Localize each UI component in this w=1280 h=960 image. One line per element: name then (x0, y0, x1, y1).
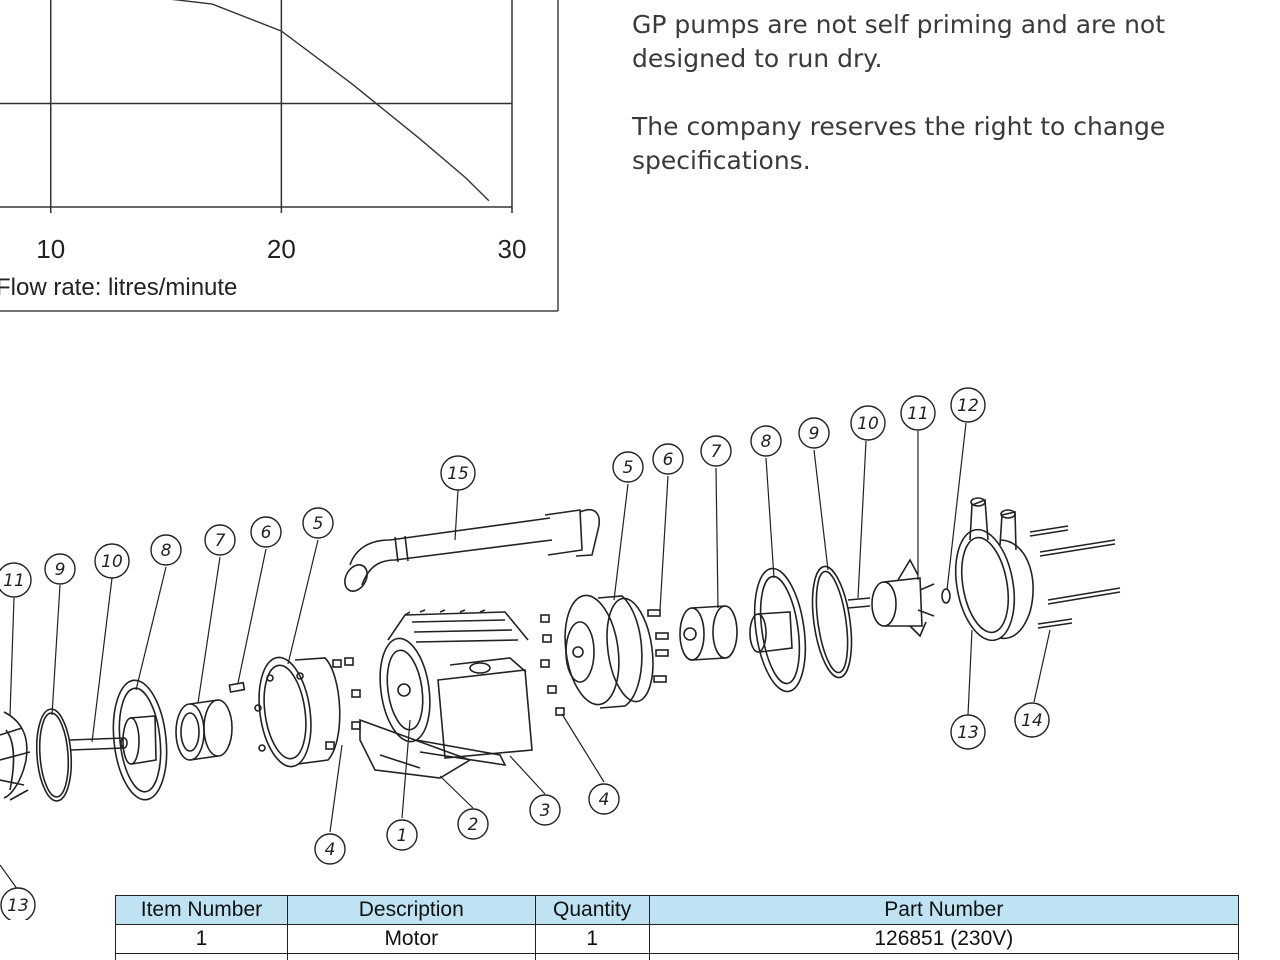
svg-text:10: 10 (857, 414, 879, 434)
hose-assembly-part (344, 508, 600, 592)
callout-8-left: 8 (150, 534, 182, 566)
cell-quantity: 1 (534, 924, 650, 954)
circlip-part (941, 588, 951, 604)
right-shaft-part (847, 597, 871, 609)
col-header-description: Description (286, 895, 536, 925)
callout-2: 2 (457, 808, 489, 840)
table-header-row: Item Number Description Quantity Part Nu… (115, 895, 1240, 925)
svg-text:12: 12 (957, 396, 979, 416)
svg-text:5: 5 (623, 458, 634, 478)
svg-text:8: 8 (161, 541, 172, 561)
callout-4-left: 4 (314, 833, 346, 865)
callout-6-right: 6 (652, 443, 684, 475)
callout-7-right: 7 (700, 435, 732, 467)
left-screw-part (228, 681, 246, 693)
note-rights: The company reserves the right to change… (632, 112, 1166, 175)
callout-6-left: 6 (250, 516, 282, 548)
center-nuts-part (540, 614, 565, 716)
callout-3: 3 (529, 794, 561, 826)
cell-description: Motor (286, 924, 536, 954)
notes-block: GP pumps are not self priming and are no… (632, 8, 1252, 212)
callout-10-right: 10 (850, 405, 886, 441)
right-impeller-part (871, 558, 935, 638)
callout-9-right: 9 (798, 417, 830, 449)
x-tick-label-10: 10 (36, 234, 65, 264)
chart-plot-area: 10 20 30 (0, 0, 526, 264)
svg-text:6: 6 (663, 450, 674, 470)
svg-text:4: 4 (325, 840, 336, 860)
svg-text:1: 1 (397, 826, 408, 846)
callout-9-left: 9 (44, 553, 76, 585)
svg-text:7: 7 (711, 442, 722, 462)
table-row-cut-off (115, 953, 1240, 960)
callout-12: 12 (950, 387, 986, 423)
svg-text:11: 11 (3, 571, 25, 591)
callout-7-left: 7 (204, 524, 236, 556)
svg-text:2: 2 (468, 815, 479, 835)
left-spacer-part (175, 699, 233, 761)
callout-8-right: 8 (750, 425, 782, 457)
callout-5-right: 5 (612, 451, 644, 483)
mounting-plate-part (359, 718, 472, 779)
callout-15: 15 (440, 455, 476, 491)
svg-text:5: 5 (313, 514, 324, 534)
long-screws-part (1029, 525, 1121, 629)
callout-5-left: 5 (302, 507, 334, 539)
left-seal-plate-part (112, 679, 168, 801)
cell-item-number: 1 (115, 924, 288, 954)
svg-text:13: 13 (957, 723, 979, 743)
callout-4-right: 4 (588, 783, 620, 815)
parts-table: Item Number Description Quantity Part Nu… (115, 895, 1240, 960)
svg-text:14: 14 (1021, 711, 1043, 731)
x-axis-label: Flow rate: litres/minute (0, 274, 237, 301)
right-seal-plate-part (749, 567, 807, 693)
left-impeller-part (0, 711, 31, 801)
right-spacer-part (679, 605, 738, 661)
pump-head-part (954, 497, 1034, 642)
svg-text:9: 9 (809, 424, 820, 444)
chart-frame (0, 0, 559, 312)
col-header-part-number: Part Number (648, 895, 1240, 925)
callout-group: 11 9 10 8 7 6 5 15 5 6 7 8 9 10 11 12 13… (0, 387, 1050, 920)
svg-text:9: 9 (55, 560, 66, 580)
svg-text:13: 13 (7, 896, 29, 916)
left-o-ring-part (35, 708, 73, 802)
callout-13-left: 13 (0, 887, 36, 920)
cell-part-number: 126851 (230V) (648, 924, 1240, 954)
callout-leader-lines (0, 422, 1051, 891)
exploded-parts-diagram: 11 9 10 8 7 6 5 15 5 6 7 8 9 10 11 12 13… (0, 387, 1121, 920)
svg-text:10: 10 (101, 552, 123, 572)
table-row: 1 Motor 1 126851 (230V) (115, 924, 1240, 954)
right-bracket-part (564, 594, 654, 709)
svg-text:8: 8 (761, 432, 772, 452)
callout-11-right: 11 (900, 395, 936, 431)
col-header-item-number: Item Number (115, 895, 288, 925)
callout-11-left: 11 (0, 562, 32, 598)
svg-text:11: 11 (907, 404, 929, 424)
svg-text:7: 7 (215, 531, 226, 551)
svg-text:6: 6 (261, 523, 272, 543)
performance-chart: 10 20 30 Flow rate: litres/minute (0, 0, 559, 312)
x-tick-label-30: 30 (498, 234, 527, 264)
callout-1: 1 (386, 819, 418, 851)
left-bracket-part (254, 656, 341, 768)
col-header-quantity: Quantity (534, 895, 650, 925)
x-tick-label-20: 20 (267, 234, 296, 264)
svg-text:3: 3 (540, 801, 551, 821)
svg-text:4: 4 (599, 790, 610, 810)
note-priming: GP pumps are not self priming and are no… (632, 10, 1166, 73)
left-nuts-part (325, 657, 361, 750)
right-o-ring-part (811, 565, 853, 679)
callout-10-left: 10 (94, 543, 130, 579)
right-screws-part (647, 609, 669, 683)
callout-14: 14 (1014, 702, 1050, 738)
series-line-0 (171, 0, 490, 202)
callout-13-right: 13 (950, 714, 986, 750)
left-shaft-part (69, 737, 128, 751)
motor-part (379, 609, 533, 767)
svg-text:15: 15 (447, 464, 469, 484)
